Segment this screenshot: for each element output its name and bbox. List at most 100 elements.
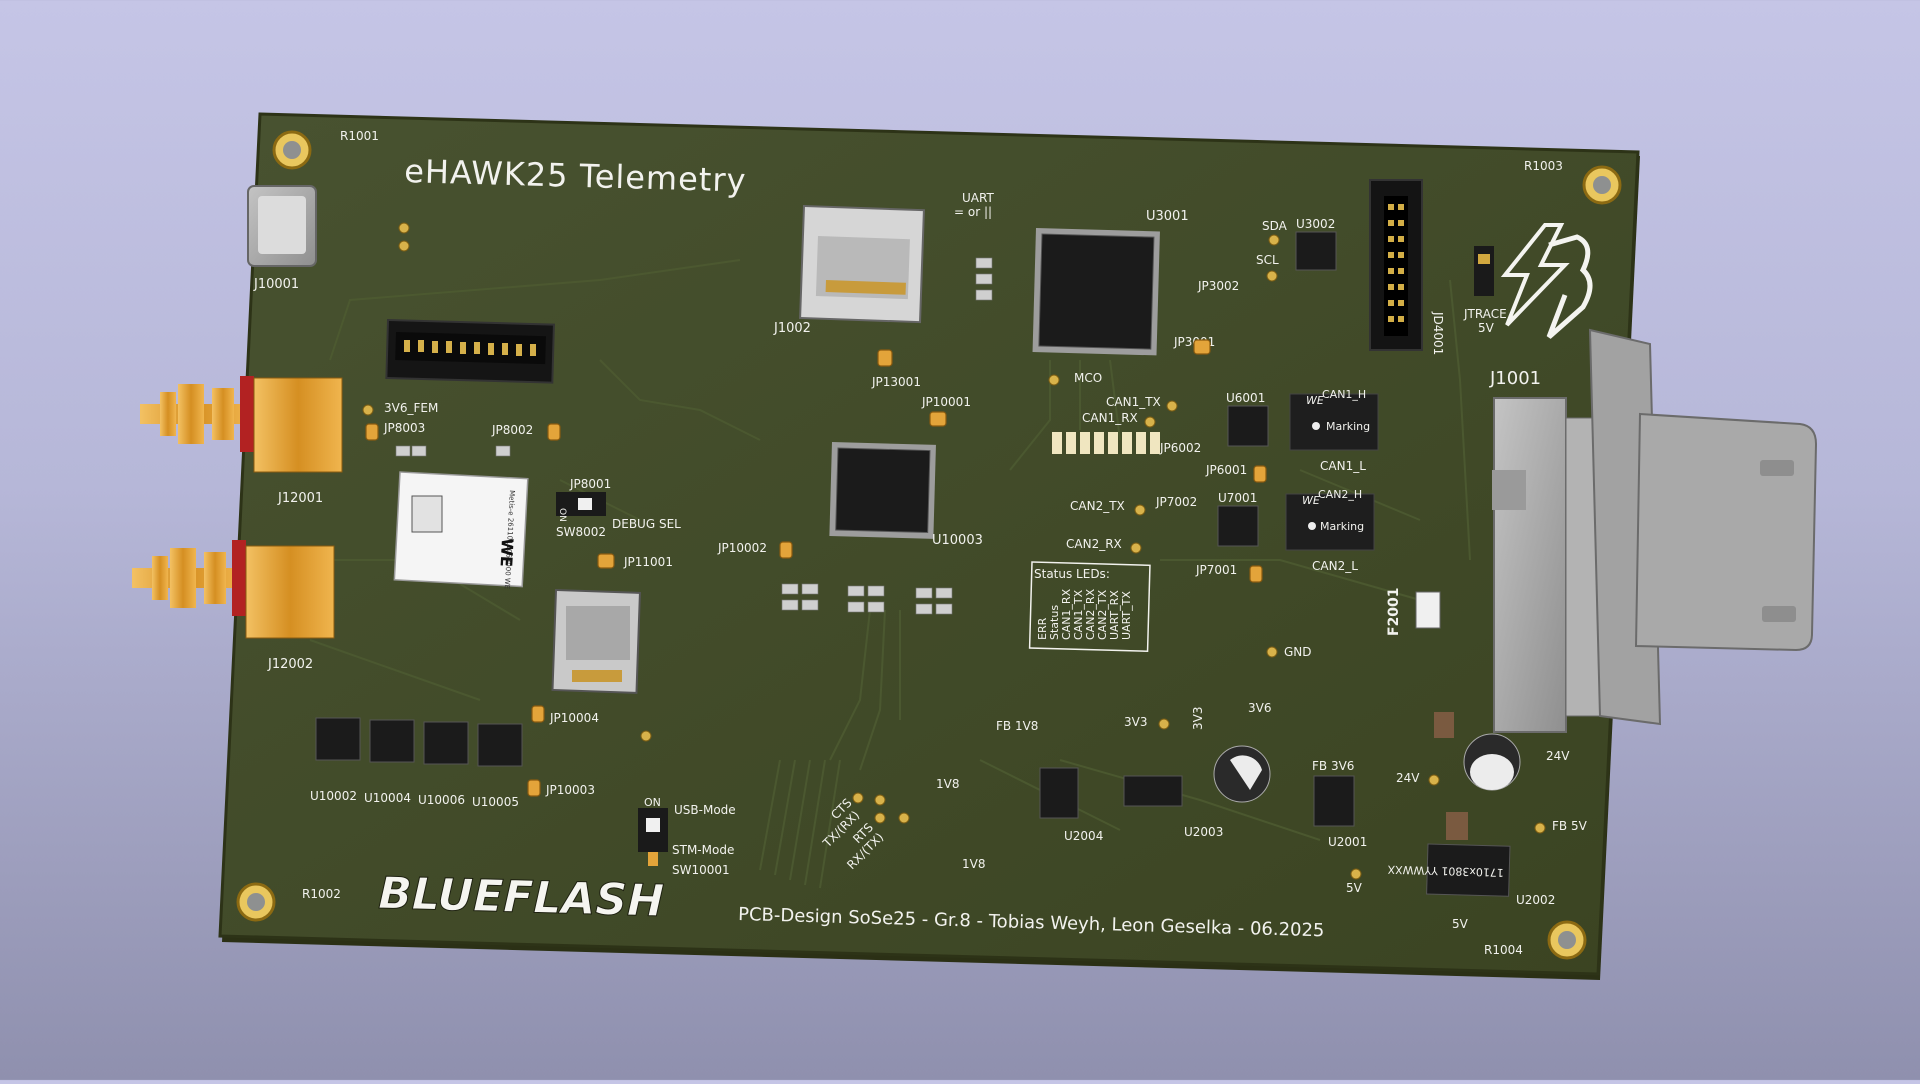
can1-module-we: WE	[1306, 394, 1324, 407]
pcb-board	[218, 112, 1640, 976]
ref-5v-a: 5V	[1346, 881, 1363, 895]
ref-fb-5v: FB 5V	[1552, 819, 1588, 833]
small-ics	[315, 231, 1511, 897]
ref-3v6: 3V6	[1248, 701, 1271, 715]
ref-3v3-b: 3V3	[1191, 707, 1205, 730]
ref-sda: SDA	[1262, 219, 1288, 233]
ref-can2-rx: CAN2_RX	[1066, 537, 1122, 551]
switch-sw8002[interactable]: ON	[556, 492, 606, 522]
ref-1v8-b: 1V8	[962, 857, 985, 871]
ref-jp10004: JP10004	[549, 711, 599, 725]
ref-r1002: R1002	[302, 887, 341, 901]
ref-jd4001: JD4001	[1431, 311, 1445, 355]
module-we-logo: WE	[497, 538, 517, 568]
status-led-4: CAN2_RX	[1084, 588, 1097, 640]
ribbon-header-top	[385, 318, 555, 384]
ref-u7001: U7001	[1218, 491, 1257, 505]
ref-1v8-a: 1V8	[936, 777, 959, 791]
ref-can2-h: CAN2_H	[1318, 488, 1362, 501]
usb-c-connector	[247, 185, 317, 267]
ref-uart: UART	[962, 191, 994, 205]
ref-u3001: U3001	[1146, 209, 1189, 224]
ref-jp11001: JP11001	[623, 555, 673, 569]
ref-sw8002: SW8002	[556, 525, 606, 539]
status-led-0: ERR	[1036, 617, 1049, 640]
ref-u10004: U10004	[364, 791, 411, 805]
status-led-5: CAN2_TX	[1096, 589, 1109, 640]
main-connector-j1001	[1492, 328, 1818, 733]
ref-fb-1v8: FB 1V8	[996, 719, 1038, 733]
ref-24v-b: 24V	[1396, 771, 1420, 785]
mounting-holes	[236, 130, 1622, 960]
ref-u2004: U2004	[1064, 829, 1103, 843]
silkscreen-labels: R1002 R1003 R1004 UART = or || SDA SCL J…	[302, 159, 1588, 957]
ref-can1-l: CAN1_L	[1320, 459, 1366, 473]
power-section	[1039, 712, 1521, 840]
ref-jp13001: JP13001	[871, 375, 921, 389]
ref-f2001: F2001	[1386, 587, 1402, 636]
ref-can1-rx: CAN1_RX	[1082, 411, 1138, 425]
ref-3v6-fem: 3V6_FEM	[384, 401, 438, 415]
sd-card-holder	[799, 204, 925, 324]
ref-u10005: U10005	[472, 795, 519, 809]
ref-jp3002: JP3002	[1197, 279, 1239, 293]
ref-usb-mode: USB-Mode	[674, 803, 736, 817]
rf-module: Metis-e 2611011063000 WE WE	[393, 471, 529, 589]
status-led-2: CAN1_RX	[1060, 588, 1073, 640]
smd-passives	[395, 257, 993, 615]
sw8002-on-label: ON	[557, 508, 567, 522]
ref-jp10001: JP10001	[921, 395, 971, 409]
ref-j10001: J10001	[253, 277, 299, 292]
ref-jp8001: JP8001	[569, 477, 611, 491]
can1-module-marking: Marking	[1326, 420, 1370, 433]
ref-j1001: J1001	[1489, 368, 1541, 389]
can-module-2: WE Marking	[1285, 493, 1375, 551]
mcu-u10003	[829, 442, 936, 539]
status-led-3: CAN1_TX	[1072, 589, 1085, 640]
ref-u6001: U6001	[1226, 391, 1265, 405]
ref-can2-l: CAN2_L	[1312, 559, 1358, 573]
ref-sw10001: SW10001	[672, 863, 730, 877]
jd4001-header	[1369, 179, 1423, 351]
status-leds-title: Status LEDs:	[1034, 567, 1110, 581]
inductor-label: 1710x3801 YYWWXX	[1387, 863, 1504, 879]
can2-module-marking: Marking	[1320, 520, 1364, 533]
ref-jp8003: JP8003	[383, 421, 425, 435]
ref-r1003: R1003	[1524, 159, 1563, 173]
ref-u10006: U10006	[418, 793, 465, 807]
ref-u2001: U2001	[1328, 835, 1367, 849]
ref-jp7001: JP7001	[1195, 563, 1237, 577]
led-array	[1052, 432, 1160, 454]
ref-u2003: U2003	[1184, 825, 1223, 839]
jtrace-header	[1474, 246, 1494, 296]
ref-scl: SCL	[1256, 253, 1279, 267]
blueflash-logo-text: BLUEFLASH	[378, 868, 665, 927]
ref-3v3-a: 3V3	[1124, 715, 1147, 729]
sim-card-holder	[551, 588, 641, 694]
ref-stm-mode: STM-Mode	[672, 843, 734, 857]
jumper-pads	[365, 339, 1267, 797]
ref-can2-tx: CAN2_TX	[1070, 499, 1125, 513]
switch-sw10001[interactable]	[638, 808, 668, 866]
ref-can1-tx: CAN1_TX	[1106, 395, 1161, 409]
ref-j1002: J1002	[773, 321, 811, 336]
ref-fb-3v6: FB 3V6	[1312, 759, 1354, 773]
ref-on: ON	[644, 796, 661, 809]
ref-jtrace-5v: 5V	[1478, 321, 1495, 335]
test-pads	[362, 222, 1546, 880]
ref-5v-b: 5V	[1452, 917, 1469, 931]
ref-j12001: J12001	[277, 491, 323, 506]
mcu-u3001	[1032, 228, 1160, 356]
ref-r1004: R1004	[1484, 943, 1523, 957]
ref-jp10003: JP10003	[545, 783, 595, 797]
blueflash-logo: BLUEFLASH	[377, 868, 665, 928]
ref-jp6002: JP6002	[1159, 441, 1201, 455]
can2-module-we: WE	[1302, 494, 1320, 507]
ref-u3002: U3002	[1296, 217, 1335, 231]
ref-u10003: U10003	[932, 533, 983, 548]
ref-uart-sub: = or ||	[954, 205, 992, 219]
ref-r1001: R1001	[340, 129, 379, 143]
ref-j12002: J12002	[267, 657, 313, 672]
